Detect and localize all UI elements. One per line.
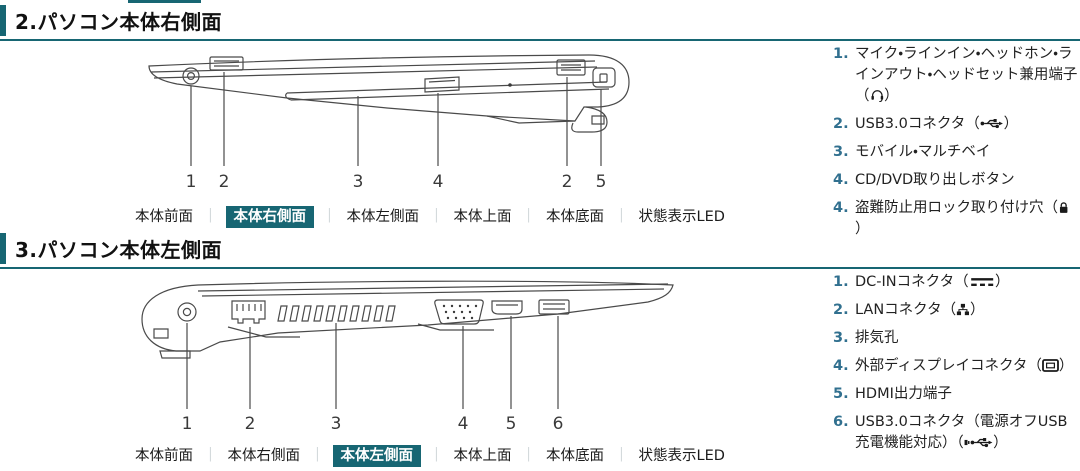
nav-separator: ｜ [429,448,444,464]
port-list-item: 2. LANコネクタ（） [833,300,1080,321]
nav-item-1[interactable]: 本体前面 [135,448,193,464]
port-label: USB3.0コネクタ（） [855,116,1019,133]
port-number: 2. [833,116,849,133]
display-icon [1042,358,1059,374]
laptop-right-side-diagram: 1 2 3 4 2 5 [137,46,702,198]
port-label: モバイル・マルチベイ [855,144,991,161]
lan-icon [956,302,970,318]
port-list-item: 1. マイク・ラインイン・ヘッドホン・ラインアウト・ヘッドセット兼用端子（） [833,44,1080,107]
port-list-item: 4. 外部ディスプレイコネクタ（） [833,356,1080,377]
nav-separator: ｜ [521,209,537,225]
nav-item-2-active[interactable]: 本体右側面 [225,206,314,228]
port-number: 3. [833,330,849,347]
port-number: 6. [833,414,849,431]
port-label: 盗難防止用ロック取り付け穴（） [855,200,1069,237]
port-list-item: 1. DC-INコネクタ（） [833,272,1080,293]
nav-item-5[interactable]: 本体底面 [546,448,604,464]
view-nav-left-side-section: 本体前面 ｜ 本体右側面 ｜ 本体左側面 ｜ 本体上面 ｜ 本体底面 ｜ 状態表示LED [133,444,727,467]
callout-number: 5 [506,414,517,434]
nav-item-4[interactable]: 本体上面 [453,209,512,225]
port-list-item: 4. CD/DVD取り出しボタン [833,170,1080,191]
nav-separator: ｜ [614,448,629,464]
port-number: 3. [833,144,849,161]
nav-item-6[interactable]: 状態表示LED [638,448,725,464]
port-number: 2. [833,302,849,319]
port-label: CD/DVD取り出しボタン [855,172,1015,189]
port-number: 5. [833,386,849,403]
section-title: 3.パソコン本体左側面 [0,233,222,264]
nav-item-5[interactable]: 本体底面 [546,209,604,225]
port-list-left-side: 1. DC-INコネクタ（） 2. LANコネクタ（） 3. 排気孔 4. 外部ディスプレイコ… [833,272,1080,461]
usb-charge-icon [964,435,993,451]
callout-number: 2 [219,172,230,192]
nav-separator: ｜ [203,209,218,225]
callout-number: 2 [562,172,573,192]
port-list-right-side: 1. マイク・ラインイン・ヘッドホン・ラインアウト・ヘッドセット兼用端子（） 2. U… [833,44,1080,247]
callout-number: 1 [186,172,197,192]
port-number: 4. [833,200,849,217]
callout-number: 3 [331,414,342,434]
nav-separator: ｜ [614,209,629,225]
port-list-item: 6. USB3.0コネクタ（電源オフUSB 充電機能対応）（） [833,412,1080,454]
nav-item-1[interactable]: 本体前面 [135,209,193,225]
port-list-item: 2. USB3.0コネクタ（） [833,114,1080,135]
nav-item-6[interactable]: 状態表示LED [638,209,725,225]
usb-icon [980,116,1004,132]
nav-item-4[interactable]: 本体上面 [453,448,512,464]
callout-number: 3 [353,172,364,192]
nav-item-3-active[interactable]: 本体左側面 [332,445,421,467]
nav-separator: ｜ [322,209,337,225]
section-heading-left-side: 3.パソコン本体左側面 [0,233,1080,269]
section-heading-right-side: 2.パソコン本体右側面 [0,5,1080,41]
nav-item-3[interactable]: 本体左側面 [346,209,420,225]
port-number: 4. [833,172,849,189]
section-title: 2.パソコン本体右側面 [0,5,222,36]
callout-number: 4 [433,172,444,192]
callout-number: 1 [182,414,193,434]
port-list-item: 4. 盗難防止用ロック取り付け穴（） [833,198,1080,240]
port-label: HDMI出力端子 [855,386,952,403]
port-number: 1. [833,46,849,62]
port-label: マイク・ラインイン・ヘッドホン・ラインアウト・ヘッドセット兼用端子（） [855,46,1078,105]
callout-number: 2 [245,414,256,434]
view-nav-right-side-section: 本体前面 ｜ 本体右側面 ｜ 本体左側面 ｜ 本体上面 ｜ 本体底面 ｜ 状態表示LED [133,205,727,228]
lock-icon [1058,200,1069,216]
port-label: DC-INコネクタ（） [855,274,1010,290]
previous-section-active-tab-remnant [128,0,201,3]
laptop-left-side-diagram: 1 2 3 4 5 6 [128,271,703,439]
nav-separator: ｜ [310,448,325,464]
port-list-item: 3. モバイル・マルチベイ [833,142,1080,163]
port-label: 排気孔 [855,330,899,347]
port-label: LANコネクタ（） [855,302,985,319]
port-list-item: 5. HDMI出力端子 [833,384,1080,405]
port-number: 4. [833,358,849,375]
nav-separator: ｜ [429,209,444,225]
nav-item-2[interactable]: 本体右側面 [227,448,301,464]
port-list-item: 3. 排気孔 [833,328,1080,349]
port-number: 1. [833,274,849,290]
headset-icon [870,88,885,104]
callout-number: 5 [596,172,607,192]
nav-separator: ｜ [521,448,537,464]
port-label: 外部ディスプレイコネクタ（） [855,358,1074,375]
dc-in-icon [969,274,995,290]
callout-number: 6 [553,414,564,434]
nav-separator: ｜ [203,448,218,464]
callout-number: 4 [458,414,469,434]
port-label: USB3.0コネクタ（電源オフUSB 充電機能対応）（） [855,414,1068,452]
